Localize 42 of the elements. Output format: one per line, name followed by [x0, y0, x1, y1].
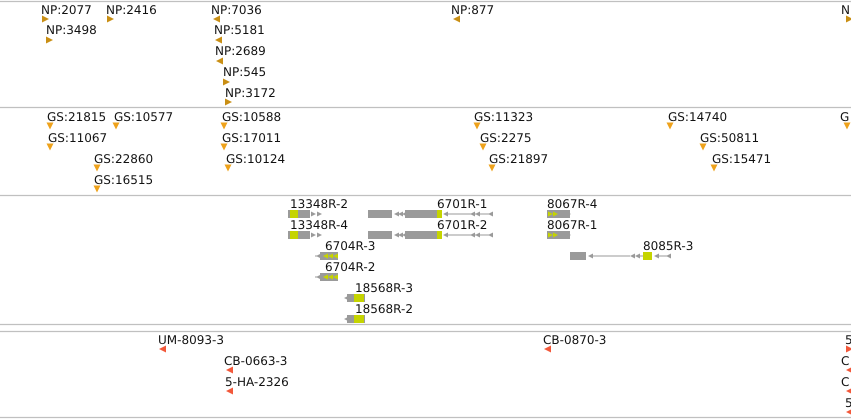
feature-label: 8067R-1 — [547, 218, 598, 232]
feature-label: GS:10124 — [226, 152, 286, 166]
feature-label: NP:877 — [451, 3, 494, 17]
feature-label: CB-0663-3 — [224, 354, 288, 368]
feature-label: GS:15471 — [712, 152, 772, 166]
feature-label: GS:11323 — [474, 110, 534, 124]
feature-label: GS:17011 — [222, 131, 282, 145]
feature-label: G — [840, 110, 850, 124]
feature-label: GS:22860 — [94, 152, 154, 166]
feature-label: NP:3172 — [225, 86, 276, 100]
feature-label: 6704R-3 — [325, 239, 376, 253]
feature-label: 8067R-4 — [547, 197, 598, 211]
feature-label: CB-0870-3 — [543, 333, 606, 347]
feature-label: 13348R-4 — [290, 218, 348, 232]
feature-label: 5-HA-2326 — [225, 375, 289, 389]
feature-label: NP:7036 — [211, 3, 262, 17]
feature-label: 18568R-3 — [355, 281, 413, 295]
feature-label: UM-8093-3 — [158, 333, 224, 347]
feature-label: GS:2275 — [480, 131, 532, 145]
feature-label: NP:5181 — [214, 23, 265, 37]
feature-label: NP:3498 — [46, 23, 97, 37]
feature-label: NP:2077 — [41, 3, 92, 17]
feature-label: GS:14740 — [668, 110, 728, 124]
feature-label: 18568R-2 — [355, 302, 413, 316]
feature-label: GS:21897 — [489, 152, 548, 166]
feature-label: 8085R-3 — [643, 239, 694, 253]
feature-label: GS:10588 — [222, 110, 282, 124]
feature-label: GS:21815 — [47, 110, 106, 124]
feature-label: GS:10577 — [114, 110, 174, 124]
feature-label: NP:2689 — [215, 44, 266, 58]
feature-label: 6704R-2 — [325, 260, 376, 274]
feature-label: 6701R-2 — [437, 218, 488, 232]
feature-label: GS:16515 — [94, 173, 154, 187]
feature-label: GS:11067 — [48, 131, 108, 145]
feature-label: 13348R-2 — [290, 197, 348, 211]
feature-label: N — [841, 3, 850, 17]
feature-label: C — [841, 375, 850, 389]
feature-label: NP:545 — [223, 65, 266, 79]
feature-label: GS:50811 — [700, 131, 760, 145]
feature-label: C — [841, 354, 850, 368]
feature-label: NP:2416 — [106, 3, 157, 17]
feature-label: 6701R-1 — [437, 197, 488, 211]
